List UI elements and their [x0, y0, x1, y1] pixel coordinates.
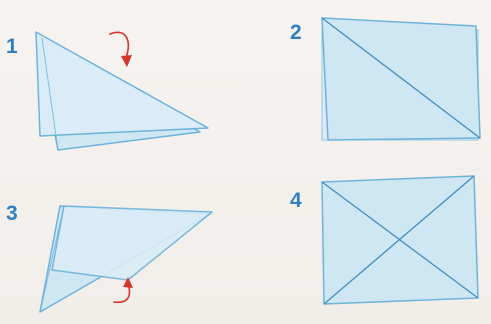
step-3-folded-triangle — [40, 206, 212, 312]
curved-arrow-icon — [114, 277, 133, 302]
step-4-square-two-creases — [322, 176, 478, 304]
curved-arrow-icon — [110, 32, 132, 67]
step-1-front-layer — [36, 32, 208, 136]
step-1-folded-triangle — [36, 32, 208, 150]
step-2-square-one-crease — [322, 18, 480, 140]
step-3-front-layer — [52, 206, 212, 280]
